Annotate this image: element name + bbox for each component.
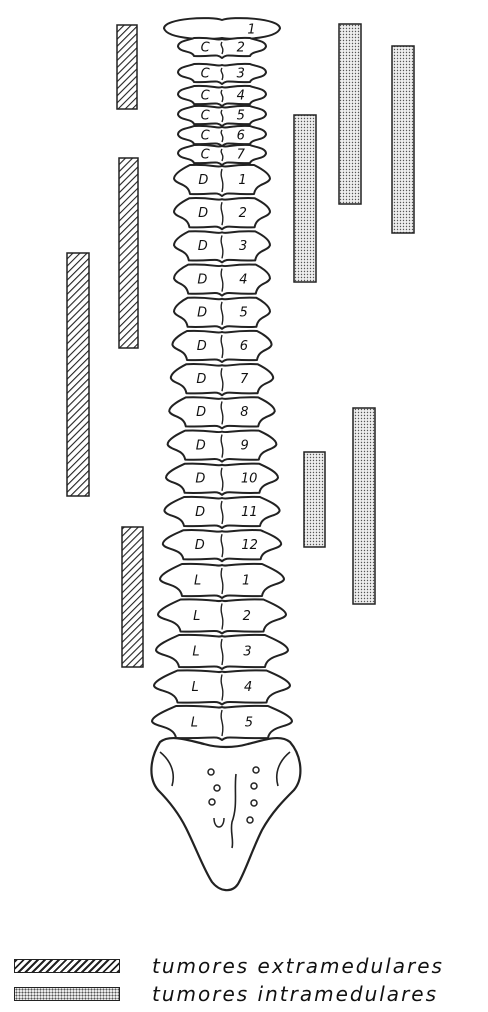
vertebra-region-label: L [192, 644, 199, 659]
vertebra-number-label: 5 [239, 306, 247, 321]
legend-extramedullary-label: tumores extramedulares [152, 954, 444, 978]
vertebra-number-label: 1 [247, 22, 255, 37]
vertebra-region-label: C [201, 67, 211, 82]
vertebra-d10: D 10 [166, 464, 278, 495]
vertebra-c1: 1 [164, 18, 280, 39]
vertebra-region-label: C [201, 129, 211, 144]
intramedullary-bar-3 [294, 115, 316, 282]
vertebra-number-label: 4 [244, 680, 252, 695]
intramedullary-tumor-bars [294, 24, 414, 604]
legend-intramedullary: tumores intramedulares [14, 981, 438, 1007]
vertebra-number-label: 7 [240, 372, 249, 387]
vertebra-region-label: D [197, 339, 207, 354]
vertebra-region-label: C [201, 148, 211, 163]
vertebra-region-label: D [198, 239, 208, 254]
hatched-swatch [14, 959, 120, 973]
legend-intramedullary-label: tumores intramedulares [152, 982, 438, 1006]
vertebra-number-label: 8 [240, 405, 248, 420]
vertebra-number-label: 6 [240, 339, 248, 354]
vertebra-l4: L4 [154, 670, 290, 704]
vertebra-number-label: 6 [237, 129, 245, 144]
vertebra-number-label: 3 [239, 239, 247, 254]
vertebra-region-label: L [192, 680, 199, 695]
vertebra-l2: L2 [158, 599, 286, 633]
extramedullary-bar-4 [122, 527, 143, 667]
intramedullary-bar-1 [339, 24, 361, 204]
vertebra-region-label: L [194, 573, 201, 588]
vertebra-region-label: D [196, 405, 206, 420]
vertebra-number-label: 9 [241, 438, 249, 453]
vertebra-region-label: C [201, 41, 211, 56]
vertebra-number-label: 10 [241, 472, 258, 487]
vertebra-region-label: D [198, 173, 208, 188]
vertebra-region-label: D [195, 538, 205, 553]
sacrum [151, 738, 300, 890]
vertebra-region-label: D [195, 472, 205, 487]
intramedullary-bar-5 [353, 408, 375, 604]
extramedullary-bar-3 [67, 253, 89, 496]
vertebra-l5: L5 [152, 706, 292, 740]
vertebra-region-label: D [195, 505, 205, 520]
vertebra-region-label: L [193, 609, 200, 624]
vertebra-d11: D 11 [164, 497, 279, 528]
vertebra-number-label: 5 [245, 715, 253, 730]
intramedullary-bar-4 [304, 452, 325, 547]
vertebra-number-label: 5 [237, 109, 245, 124]
vertebra-number-label: 2 [237, 41, 245, 56]
vertebra-number-label: 12 [241, 538, 258, 553]
vertebra-number-label: 11 [241, 505, 258, 520]
vertebra-number-label: 2 [243, 609, 251, 624]
vertebra-region-label: D [198, 206, 208, 221]
vertebra-region-label: D [197, 306, 207, 321]
vertebra-number-label: 1 [242, 573, 250, 588]
legend-extramedullary: tumores extramedulares [14, 953, 444, 979]
vertebra-d2: D2 [174, 198, 270, 229]
vertebra-number-label: 7 [237, 148, 246, 163]
vertebra-region-label: D [196, 372, 206, 387]
vertebra-number-label: 1 [238, 173, 246, 188]
vertebra-number-label: 4 [237, 89, 245, 104]
intramedullary-bar-2 [392, 46, 414, 233]
stippled-swatch [14, 987, 120, 1001]
vertebra-region-label: C [201, 109, 211, 124]
extramedullary-bar-1 [117, 25, 137, 109]
vertebra-d12: D 12 [163, 530, 281, 561]
vertebra-number-label: 2 [239, 206, 247, 221]
vertebra-region-label: C [201, 89, 211, 104]
vertebra-number-label: 3 [237, 67, 245, 82]
sacrum-outline [151, 738, 300, 890]
vertebra-region-label: L [191, 715, 198, 730]
vertebra-outline [164, 18, 280, 39]
vertebra-region-label: D [196, 438, 206, 453]
extramedullary-bar-2 [119, 158, 138, 348]
extramedullary-tumor-bars [67, 25, 143, 667]
vertebra-region-label: D [197, 272, 207, 287]
vertebra-number-label: 3 [243, 644, 251, 659]
vertebra-number-label: 4 [239, 272, 247, 287]
